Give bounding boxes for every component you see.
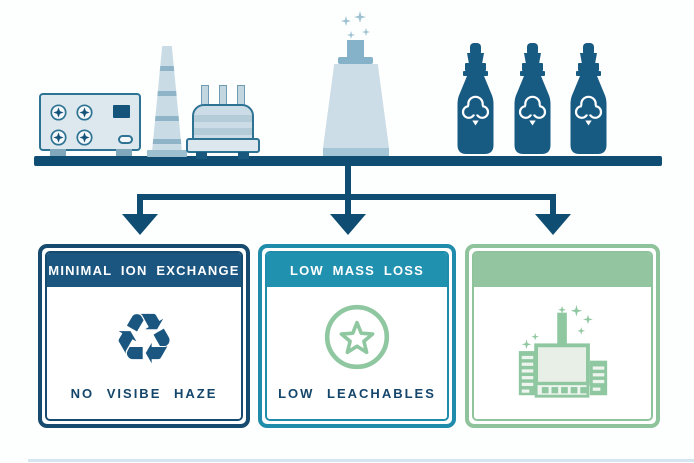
vessel-cap bbox=[347, 40, 364, 59]
arrow-down-icon bbox=[330, 214, 366, 235]
panel-green bbox=[465, 244, 660, 428]
control-unit-foot bbox=[50, 149, 66, 156]
recycle-icon: ♻ bbox=[112, 297, 176, 380]
heat-block-foot bbox=[196, 152, 207, 159]
knob-icon bbox=[76, 129, 93, 146]
dropper-bottle bbox=[457, 43, 494, 154]
heat-block-prong bbox=[237, 85, 245, 107]
panel-label: LOW LEACHABLES bbox=[278, 386, 436, 401]
heat-block-foot bbox=[238, 152, 249, 159]
arrow-down-icon bbox=[535, 214, 571, 235]
vessel-collar bbox=[338, 57, 373, 64]
icon-zone bbox=[320, 287, 394, 386]
column-ring bbox=[152, 66, 182, 71]
control-unit-screen bbox=[113, 105, 130, 118]
connector-drop-left bbox=[137, 194, 143, 215]
panel-body bbox=[474, 287, 651, 419]
panel-frame bbox=[472, 251, 653, 421]
cotton-icon bbox=[518, 95, 547, 126]
column-ring bbox=[152, 116, 182, 121]
panel-frame: LOW MASS LOSS LOW LEACHABLES bbox=[265, 251, 449, 421]
icon-zone: ♻ bbox=[113, 287, 176, 386]
icon-zone bbox=[515, 287, 611, 419]
knob-icon bbox=[76, 104, 93, 121]
connector-drop-right bbox=[550, 194, 556, 215]
panel-header: LOW MASS LOSS bbox=[267, 253, 447, 287]
control-unit-button bbox=[118, 135, 133, 144]
panel-header bbox=[474, 253, 651, 287]
panel-minimal-ion-exchange: MINIMAL ION EXCHANGE ♻ NO VISIBE HAZE bbox=[38, 244, 250, 428]
column-base bbox=[147, 150, 187, 157]
panel-frame: MINIMAL ION EXCHANGE ♻ NO VISIBE HAZE bbox=[45, 251, 243, 421]
dropper-bottle bbox=[570, 43, 607, 154]
heat-block-base bbox=[186, 138, 260, 153]
heat-block-stripe bbox=[194, 128, 252, 135]
heat-block-prong bbox=[219, 85, 227, 107]
heat-block-stripe bbox=[194, 115, 252, 122]
sparkles-icon bbox=[341, 11, 370, 39]
column-ring bbox=[152, 139, 182, 144]
heat-block-prong bbox=[201, 85, 209, 107]
panel-label: NO VISIBE HAZE bbox=[70, 386, 218, 401]
cotton-icon bbox=[574, 95, 603, 126]
star-circle-icon bbox=[324, 304, 390, 369]
column-ring bbox=[152, 91, 182, 96]
arrow-down-icon bbox=[122, 214, 158, 235]
knob-icon bbox=[50, 129, 67, 146]
dropper-bottle bbox=[514, 43, 551, 154]
control-unit-foot bbox=[116, 149, 132, 156]
bottom-accent-line bbox=[28, 459, 694, 462]
tapered-vessel bbox=[323, 64, 389, 148]
graduated-column bbox=[152, 46, 182, 152]
connector-stem bbox=[345, 164, 351, 197]
cotton-icon bbox=[461, 95, 490, 126]
panel-low-mass-loss: LOW MASS LOSS LOW LEACHABLES bbox=[258, 244, 456, 428]
heat-block bbox=[192, 104, 254, 140]
knob-icon bbox=[50, 104, 67, 121]
panel-body: LOW LEACHABLES bbox=[267, 287, 447, 419]
vessel-base bbox=[323, 148, 389, 156]
panel-header: MINIMAL ION EXCHANGE bbox=[47, 253, 241, 287]
connector-drop-middle bbox=[345, 194, 351, 215]
chip-sparkle-icon bbox=[518, 305, 607, 398]
panel-body: ♻ NO VISIBE HAZE bbox=[47, 287, 241, 419]
equipment-shelf bbox=[34, 156, 662, 166]
